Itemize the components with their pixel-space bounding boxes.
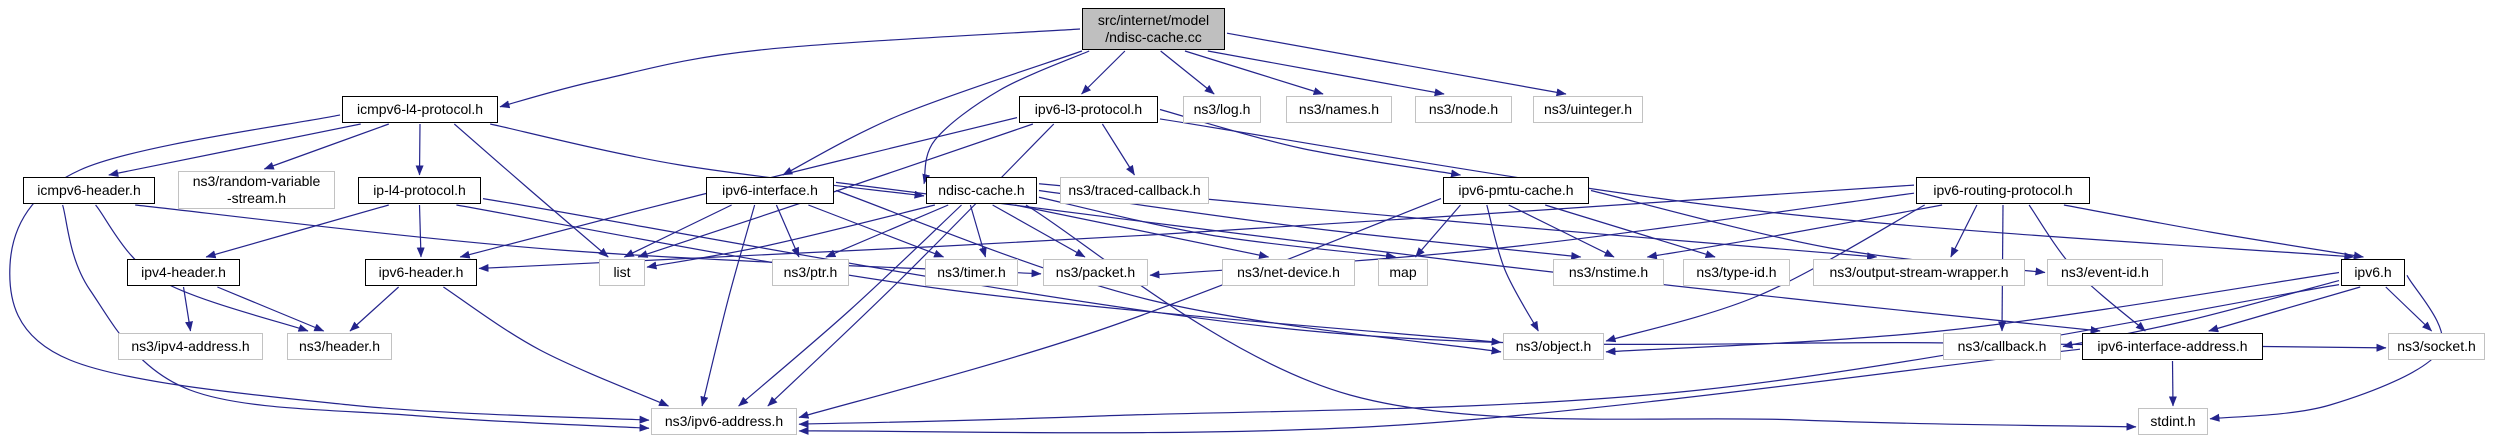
edge-ipv6if-to-ifa — [835, 181, 2101, 334]
edge-pmtu-to-ipv6addr — [798, 198, 1442, 419]
edge-root-to-node — [1207, 50, 1445, 97]
edge-pmtu-to-map — [1415, 204, 1461, 258]
graph-node-ns3-ptr-h: ns3/ptr.h — [772, 259, 849, 286]
edge-ifa-to-stdint — [2168, 360, 2177, 407]
edge-ndisc-to-stdint — [1025, 204, 2137, 431]
edge-ipv6if-to-ipv6addr — [700, 204, 756, 407]
graph-node-ns3-object-h: ns3/object.h — [1503, 333, 1604, 360]
edge-ipv6-to-stdint — [2209, 274, 2443, 422]
graph-node-ipv6-h[interactable]: ipv6.h — [2341, 259, 2405, 286]
edge-icmpv6l4-to-rvs — [263, 123, 390, 170]
edge-icmpv6l4-to-ndisc — [490, 123, 925, 199]
edge-ipv6if-to-ptr — [775, 204, 800, 258]
edge-ipv6-to-socket — [2385, 286, 2433, 332]
edge-ipv4hdr-to-header — [217, 286, 325, 332]
graph-node-ipv4-header-h[interactable]: ipv4-header.h — [127, 259, 240, 286]
graph-node-ns3-ipv4-address-h: ns3/ipv4-address.h — [118, 333, 263, 360]
edge-ipv6l3-to-ipv6addr — [767, 123, 1055, 407]
edge-root-to-log — [1160, 50, 1215, 95]
graph-node-ns3-ipv6-address-h: ns3/ipv6-address.h — [651, 408, 797, 435]
graph-node-src-internet-model-ndisc-cache-cc[interactable]: src/internet/model /ndisc-cache.cc — [1082, 8, 1225, 50]
graph-node-ns3-header-h: ns3/header.h — [287, 333, 392, 360]
edge-ipv6hdr-to-header — [349, 286, 400, 332]
edge-ndisc-to-list — [646, 204, 936, 270]
graph-node-ns3-node-h: ns3/node.h — [1415, 96, 1512, 123]
edge-routing-to-ipv6hdr — [478, 184, 1915, 272]
edge-ndisc-to-ipv6addr — [738, 204, 962, 407]
graph-node-ns3-uinteger-h: ns3/uinteger.h — [1533, 96, 1643, 123]
edge-root-to-ipv6l3 — [1081, 50, 1126, 95]
edge-icmpv6l4-to-ipv6addr — [9, 114, 650, 424]
graph-node-ns3-packet-h: ns3/packet.h — [1043, 259, 1148, 286]
graph-node-ipv6-pmtu-cache-h[interactable]: ipv6-pmtu-cache.h — [1443, 177, 1589, 204]
edge-ndisc-to-map — [1038, 196, 1396, 260]
edge-root-to-uinteger — [1226, 32, 1567, 97]
graph-node-map: map — [1378, 259, 1428, 286]
edge-ipv6-to-ifa — [2208, 286, 2361, 333]
edge-ipv6-to-ipv6addr — [798, 284, 2340, 428]
graph-node-ns3-timer-h: ns3/timer.h — [925, 259, 1018, 286]
edge-pmtu-to-object — [1486, 204, 1539, 332]
graph-node-ns3-random-variable-stream-h: ns3/random-variable -stream.h — [178, 171, 335, 209]
edge-ifa-to-ipv6addr — [798, 348, 2081, 435]
graph-node-ipv6-interface-address-h[interactable]: ipv6-interface-address.h — [2082, 333, 2263, 360]
graph-node-ns3-event-id-h: ns3/event-id.h — [2047, 259, 2163, 286]
edge-routing-to-ipv6 — [2063, 204, 2364, 260]
graph-node-ns3-names-h: ns3/names.h — [1286, 96, 1392, 123]
graph-node-ns3-log-h: ns3/log.h — [1183, 96, 1261, 123]
edge-ndisc-to-ptr — [825, 204, 949, 258]
edge-ndisc-to-netdev — [1014, 204, 1270, 260]
edge-ipv6if-to-object — [835, 189, 1502, 355]
graph-node-ns3-net-device-h: ns3/net-device.h — [1222, 259, 1355, 286]
graph-node-ns3-callback-h: ns3/callback.h — [1943, 333, 2061, 360]
edge-root-to-icmpv6l4 — [499, 28, 1081, 109]
graph-node-icmpv6-header-h[interactable]: icmpv6-header.h — [23, 177, 155, 204]
graph-node-list: list — [599, 259, 645, 286]
graph-node-icmpv6-l4-protocol-h[interactable]: icmpv6-l4-protocol.h — [342, 96, 498, 123]
edge-icmpv6l4-to-ipl4 — [415, 123, 424, 176]
edge-ipl4-to-object — [456, 204, 1502, 346]
graph-node-ndisc-cache-h[interactable]: ndisc-cache.h — [926, 177, 1037, 204]
edge-icmpv6l4-to-icmpv6hdr — [108, 123, 361, 178]
graph-node-ipv6-l3-protocol-h[interactable]: ipv6-l3-protocol.h — [1019, 96, 1158, 123]
graph-node-ipv6-header-h[interactable]: ipv6-header.h — [365, 259, 477, 286]
graph-node-ns3-socket-h: ns3/socket.h — [2388, 333, 2485, 360]
edge-icmpv6hdr-to-ipv6addr — [62, 204, 650, 432]
edge-ipv6hdr-to-ipv6addr — [443, 286, 669, 407]
graph-node-ipv6-interface-h[interactable]: ipv6-interface.h — [706, 177, 834, 204]
edge-pmtu-to-nstime — [1508, 204, 1615, 258]
edge-group — [9, 28, 2443, 435]
edge-ndisc-to-packet — [992, 204, 1086, 258]
edge-ipv6if-to-timer — [808, 204, 945, 258]
edge-ipl4-to-ipv6hdr — [416, 204, 425, 258]
edge-routing-to-osw — [1950, 204, 1978, 258]
edge-ipv6if-to-list — [623, 204, 732, 258]
edge-root-to-names — [1184, 50, 1324, 95]
edge-ipv4hdr-to-ipv4addr — [182, 286, 193, 332]
edge-root-to-ipv6if — [782, 50, 1083, 176]
edge-ipv6l3-to-ipv6 — [1159, 118, 2355, 261]
edge-routing-to-object — [1605, 204, 1925, 343]
graph-node-ns3-type-id-h: ns3/type-id.h — [1683, 259, 1790, 286]
graph-node-ip-l4-protocol-h[interactable]: ip-l4-protocol.h — [358, 177, 481, 204]
edge-ipl4-to-ipv4hdr — [205, 204, 389, 259]
edge-ndisc-to-timer — [969, 204, 987, 258]
graph-node-ipv6-routing-protocol-h[interactable]: ipv6-routing-protocol.h — [1916, 177, 2090, 204]
graph-node-ns3-output-stream-wrapper-h: ns3/output-stream-wrapper.h — [1813, 259, 2025, 286]
graph-node-ns3-nstime-h: ns3/nstime.h — [1553, 259, 1664, 286]
edge-icmpv6l4-to-list — [453, 123, 609, 258]
edge-ipv6-to-object — [1605, 271, 2340, 356]
edge-routing-to-nstime — [1646, 204, 1943, 260]
graph-node-ns3-traced-callback-h: ns3/traced-callback.h — [1060, 177, 1209, 204]
edge-ipv6l3-to-tcb — [1101, 123, 1136, 176]
graph-node-stdint-h: stdint.h — [2138, 408, 2208, 435]
